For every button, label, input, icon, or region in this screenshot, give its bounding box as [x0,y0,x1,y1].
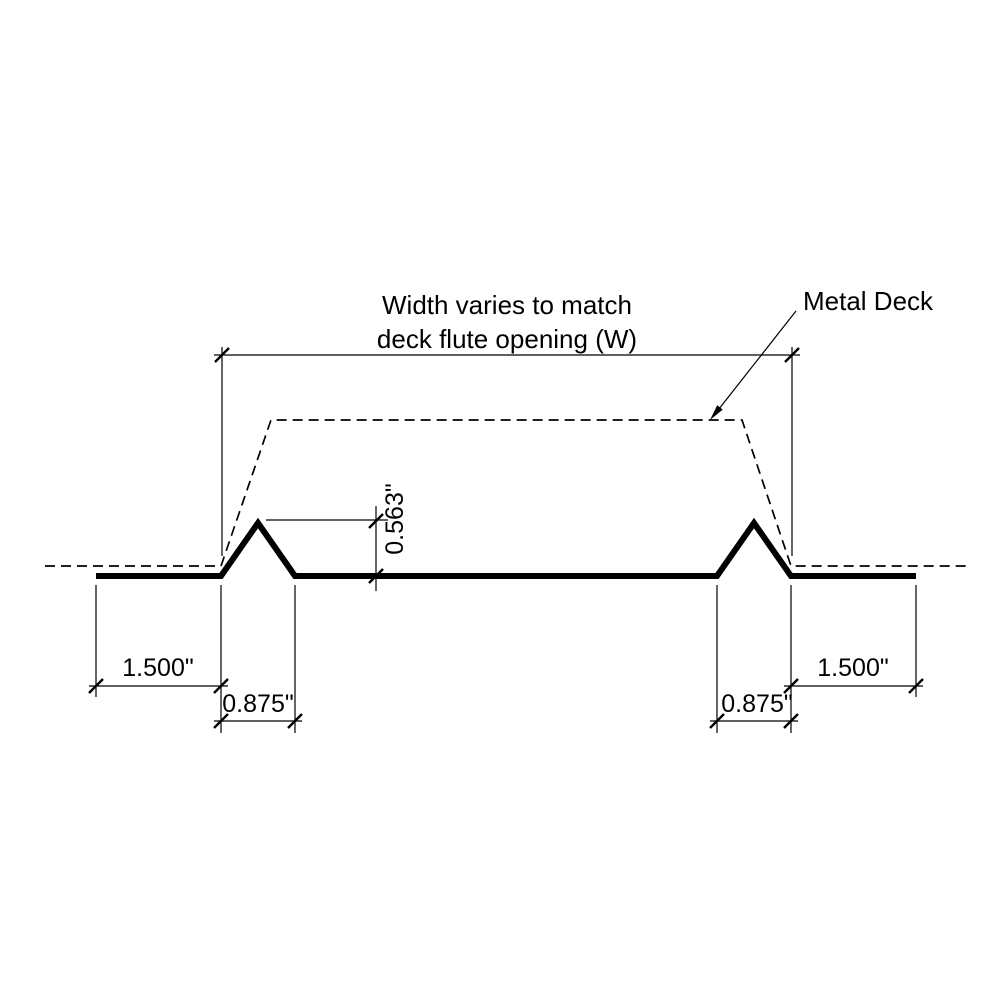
tick-mark [368,568,384,584]
tick-mark [213,678,229,694]
drawing-labels: Width varies to match deck flute opening… [122,286,934,718]
tick-mark [784,347,800,363]
leader-arrowhead [710,405,723,420]
width-note-line1: Width varies to match [382,290,632,320]
drawing-geometry [45,310,968,733]
metal-deck-dashed-outline [45,419,968,567]
dim-label-left-rib: 0.875" [222,690,293,718]
dimension-lines-group [89,310,923,733]
flute-cover-profile-path [96,517,916,579]
tick-mark [214,347,230,363]
dim-label-rib-height: 0.563" [381,483,409,554]
tick-mark [908,678,924,694]
tick-mark [368,513,384,529]
tick-mark [213,713,229,729]
tick-marks-group [88,347,924,729]
dim-label-right-rib: 0.875" [721,690,792,718]
tick-mark [287,713,303,729]
dim-label-right-edge: 1.500" [817,654,888,682]
metal-deck-label: Metal Deck [803,286,934,316]
tick-mark [783,678,799,694]
dim-label-left-edge: 1.500" [122,654,193,682]
tick-mark [88,678,104,694]
tick-mark [709,713,725,729]
width-note-line2: deck flute opening (W) [377,324,637,354]
tick-mark [783,713,799,729]
metal-deck-leader-line [714,310,797,415]
